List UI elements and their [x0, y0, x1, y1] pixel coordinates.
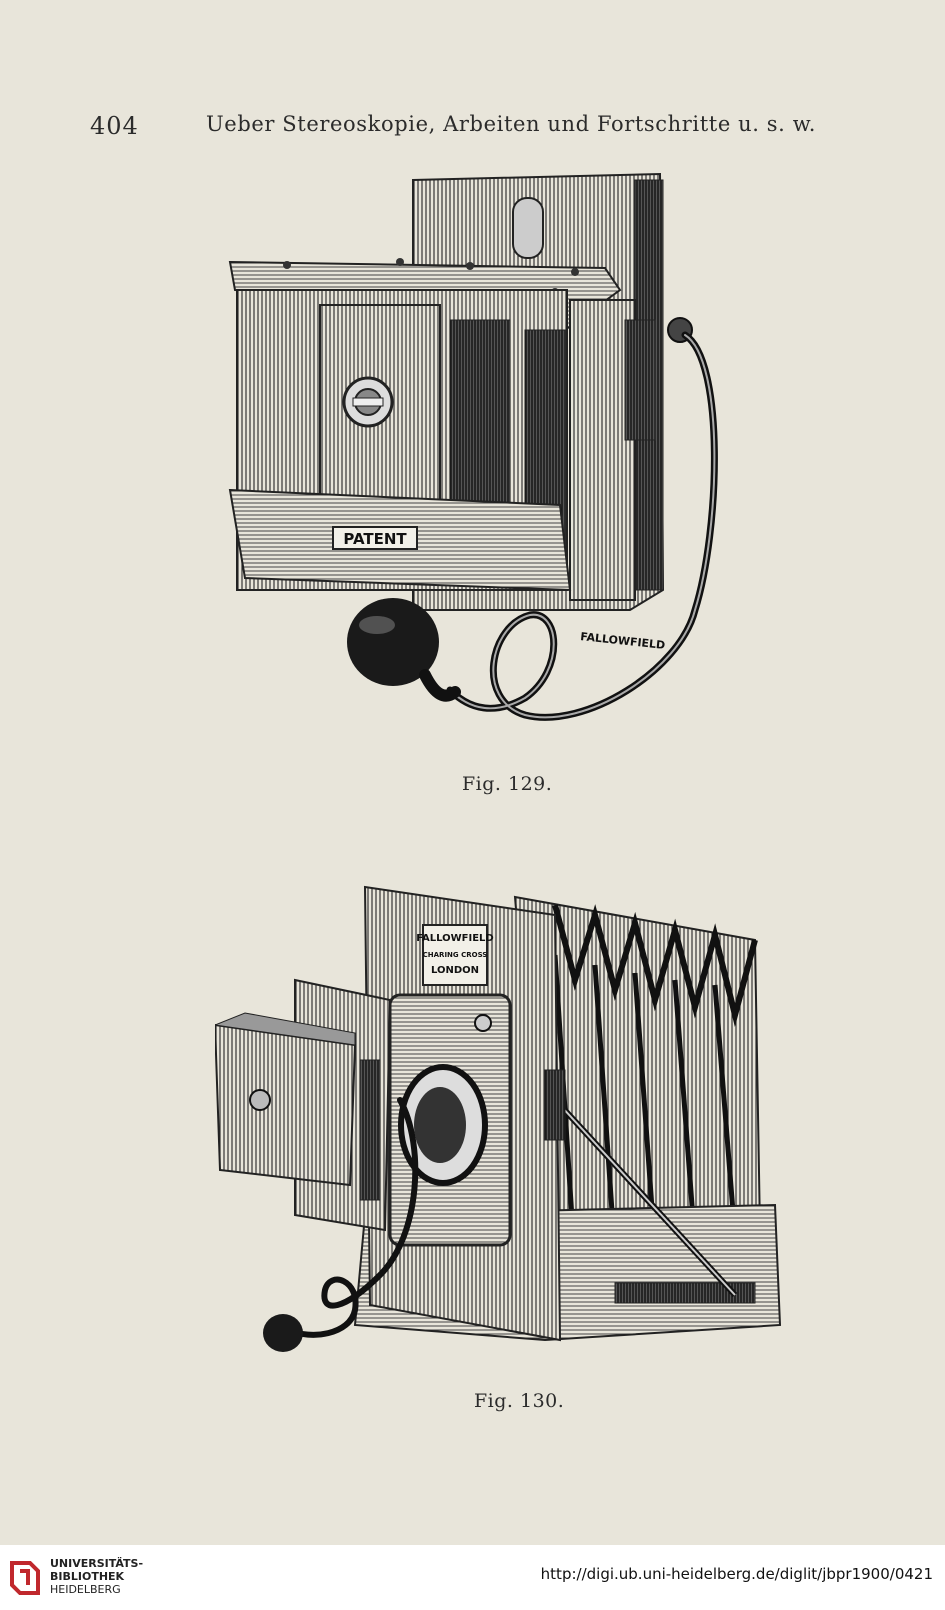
camera-engraving-129: PATENT FALLOWFIELD: [228, 172, 718, 721]
library-logo-icon: [10, 1561, 40, 1595]
figure-129-illustration: PATENT FALLOWFIELD: [225, 170, 745, 760]
camera-engraving-130: FALLOWFIELD CHARING CROSS LONDON: [213, 885, 782, 1352]
book-page: 404 Ueber Stereoskopie, Arbeiten und For…: [90, 112, 817, 1412]
figure-130-illustration: FALLOWFIELD CHARING CROSS LONDON: [213, 885, 815, 1385]
nameplate: [422, 924, 488, 986]
nameplate-line1: FALLOWFIELD: [416, 933, 493, 944]
permalink-url[interactable]: http://digi.ub.uni-heidelberg.de/diglit/…: [540, 1565, 933, 1583]
library-name: UNIVERSITÄTS- BIBLIOTHEK HEIDELBERG: [50, 1557, 143, 1596]
figure-129-caption: Fig. 129.: [462, 773, 553, 795]
running-head: Ueber Stereoskopie, Arbeiten und Fortsch…: [206, 112, 817, 136]
page-number: 404: [90, 112, 139, 140]
patent-plate: [332, 526, 418, 550]
nameplate-line2: CHARING CROSS: [423, 951, 488, 959]
library-line1: UNIVERSITÄTS-: [50, 1557, 144, 1570]
library-line2: BIBLIOTHEK: [50, 1570, 125, 1583]
maker-mark: FALLOWFIELD: [580, 630, 666, 652]
library-line3: HEIDELBERG: [50, 1583, 121, 1596]
figure-130-caption: Fig. 130.: [474, 1390, 565, 1412]
digitization-footer: UNIVERSITÄTS- BIBLIOTHEK HEIDELBERG http…: [0, 1545, 945, 1610]
nameplate-line3: LONDON: [431, 965, 479, 976]
patent-plate-text: PATENT: [343, 530, 407, 548]
